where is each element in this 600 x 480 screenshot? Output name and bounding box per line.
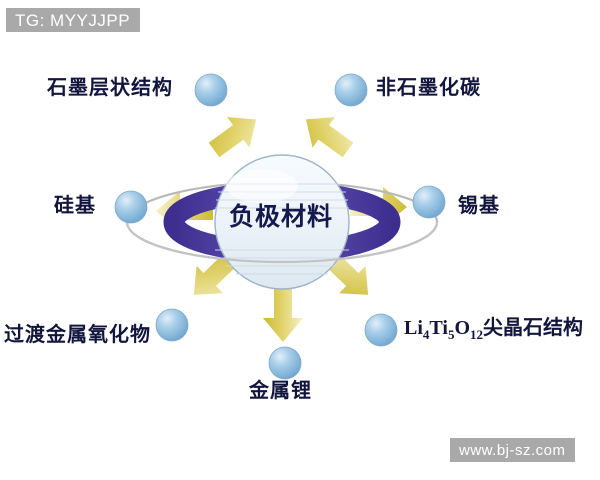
arrow-to-transition-metal-oxide <box>193 251 239 295</box>
node-label-spinel: Li4Ti5O12尖晶石结构 <box>404 317 584 342</box>
sphere-tin <box>412 185 446 219</box>
node-label-graphite: 石墨层状结构 <box>47 77 173 99</box>
node-spheres <box>114 73 446 380</box>
node-label-lithium-metal: 金属锂 <box>249 380 312 402</box>
arrow-to-lithium-metal <box>263 283 303 342</box>
center-label: 负极材料 <box>229 204 334 231</box>
sphere-spinel <box>364 313 398 347</box>
sphere-graphite <box>194 73 228 107</box>
arrow-to-graphite <box>208 116 257 158</box>
node-label-tin: 锡基 <box>458 195 500 217</box>
orbit-ring-front <box>125 221 439 264</box>
sphere-transition-metal-oxide <box>155 308 189 342</box>
center-sphere <box>214 154 350 290</box>
node-label-transition-metal-oxide: 过渡金属氧化物 <box>4 324 151 346</box>
node-label-silicon: 硅基 <box>54 195 96 217</box>
tag-badge: TG: MYYJJPP <box>6 8 141 32</box>
sphere-silicon <box>114 190 148 224</box>
node-label-nongraphite: 非石墨化碳 <box>376 77 481 99</box>
watermark-badge: www.bj-sz.com <box>450 438 575 462</box>
sphere-lithium-metal <box>268 346 302 380</box>
arrow-to-nongraphite <box>305 116 354 158</box>
sphere-nongraphite <box>334 73 368 107</box>
